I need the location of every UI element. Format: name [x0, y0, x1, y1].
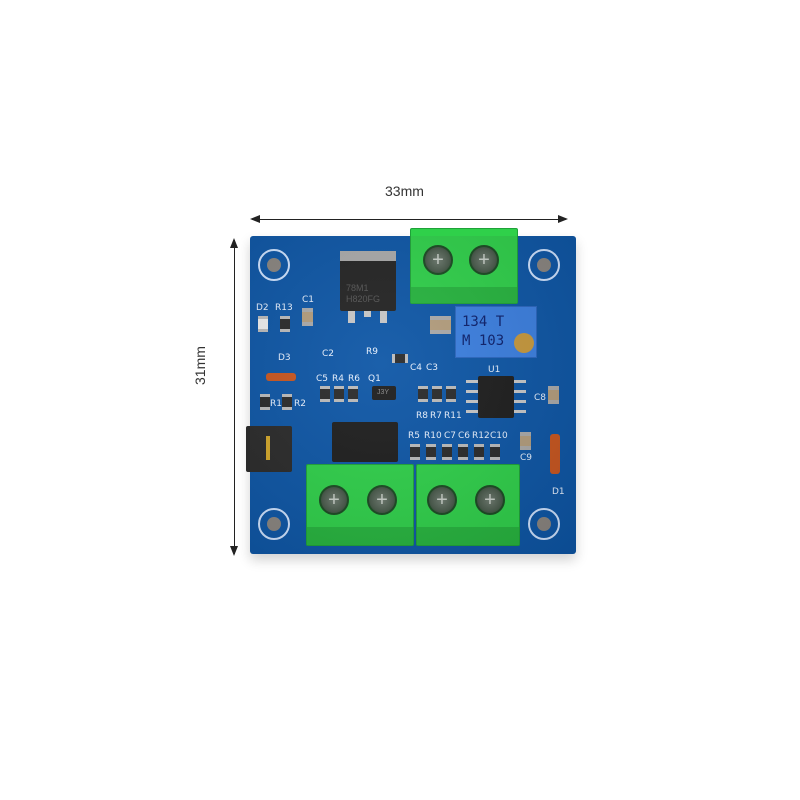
- silk-c2: C2: [322, 349, 335, 359]
- silk-c3: C3: [426, 363, 439, 373]
- op-amp-u1: [478, 376, 514, 418]
- resistor-r7: [432, 386, 442, 402]
- capacitor-c8: [548, 386, 559, 404]
- silk-r5: R5: [408, 431, 420, 441]
- resistor-r8: [418, 386, 428, 402]
- regulator-pin: [348, 311, 355, 323]
- resistor-r12: [474, 444, 484, 460]
- silk-c6: C6: [458, 431, 471, 441]
- silk-r12: R12: [472, 431, 490, 441]
- jumper-header: [246, 426, 292, 472]
- mounting-hole-bottom-left: [258, 508, 290, 540]
- capacitor-c1: [302, 308, 313, 326]
- silk-d1: D1: [552, 487, 565, 497]
- screw-icon: [319, 485, 349, 515]
- silk-c1: C1: [302, 295, 315, 305]
- capacitor-c7: [442, 444, 452, 460]
- capacitor-c10: [490, 444, 500, 460]
- resistor-r5: [410, 444, 420, 460]
- trimmer-potentiometer: 134 T M 103: [455, 306, 537, 358]
- height-dimension-arrow: [230, 238, 238, 556]
- height-label: 31mm: [192, 346, 208, 385]
- silk-q1: Q1: [368, 374, 381, 384]
- screw-icon: [427, 485, 457, 515]
- pcb-board: 78M1 H820FG 134 T M 103 J3Y: [246, 228, 576, 554]
- screw-icon: [367, 485, 397, 515]
- screw-icon: [469, 245, 499, 275]
- silk-c10: C10: [490, 431, 508, 441]
- regulator-marking-2: H820FG: [346, 294, 381, 304]
- silk-r9: R9: [366, 347, 378, 357]
- transistor-q1: J3Y: [372, 386, 396, 400]
- silk-r4: R4: [332, 374, 344, 384]
- resistor-r11: [446, 386, 456, 402]
- capacitor-c4: [430, 316, 441, 334]
- capacitor-c3: [440, 316, 451, 334]
- silk-c5: C5: [316, 374, 329, 384]
- regulator-pin: [380, 311, 387, 323]
- silk-c7: C7: [444, 431, 457, 441]
- capacitor-c9: [520, 432, 531, 450]
- terminal-block-bottom-left: [306, 464, 414, 546]
- silk-d3: D3: [278, 353, 291, 363]
- silk-r11: R11: [444, 411, 462, 421]
- capacitor-c5: [320, 386, 330, 402]
- width-label: 33mm: [385, 183, 424, 199]
- resistor-r1: [260, 394, 270, 410]
- resistor-r6: [348, 386, 358, 402]
- regulator-pin: [364, 311, 371, 317]
- mounting-hole-top-left: [258, 249, 290, 281]
- mounting-hole-bottom-right: [528, 508, 560, 540]
- diode-d1: [550, 434, 560, 474]
- mounting-hole-top-right: [528, 249, 560, 281]
- adjust-screw-icon: [514, 333, 534, 353]
- resistor-r10: [426, 444, 436, 460]
- terminal-block-bottom-right: [416, 464, 520, 546]
- terminal-block-top: [410, 228, 518, 304]
- resistor-r4: [334, 386, 344, 402]
- silk-r6: R6: [348, 374, 360, 384]
- width-dimension-arrow: [250, 215, 568, 223]
- silk-d2: D2: [256, 303, 269, 313]
- led-d2: [258, 316, 268, 332]
- resistor-r13: [280, 316, 290, 332]
- silk-c4: C4: [410, 363, 423, 373]
- capacitor-c6: [458, 444, 468, 460]
- pot-marking-2: M 103: [462, 333, 505, 349]
- voltage-regulator: 78M1 H820FG: [340, 251, 396, 311]
- silk-r8: R8: [416, 411, 428, 421]
- silk-r13: R13: [275, 303, 293, 313]
- pot-marking-1: 134 T: [462, 314, 505, 330]
- regulator-marking-1: 78M1: [346, 283, 369, 293]
- silk-r1: R1: [270, 399, 282, 409]
- silk-r7: R7: [430, 411, 442, 421]
- silk-c9: C9: [520, 453, 533, 463]
- screw-icon: [423, 245, 453, 275]
- screw-icon: [475, 485, 505, 515]
- silk-r10: R10: [424, 431, 442, 441]
- diode-d3: [266, 373, 296, 381]
- optocoupler: [332, 422, 398, 462]
- resistor-r9: [392, 354, 408, 363]
- silk-r2: R2: [294, 399, 306, 409]
- silk-c8: C8: [534, 393, 547, 403]
- silk-u1: U1: [488, 365, 501, 375]
- resistor-r2: [282, 394, 292, 410]
